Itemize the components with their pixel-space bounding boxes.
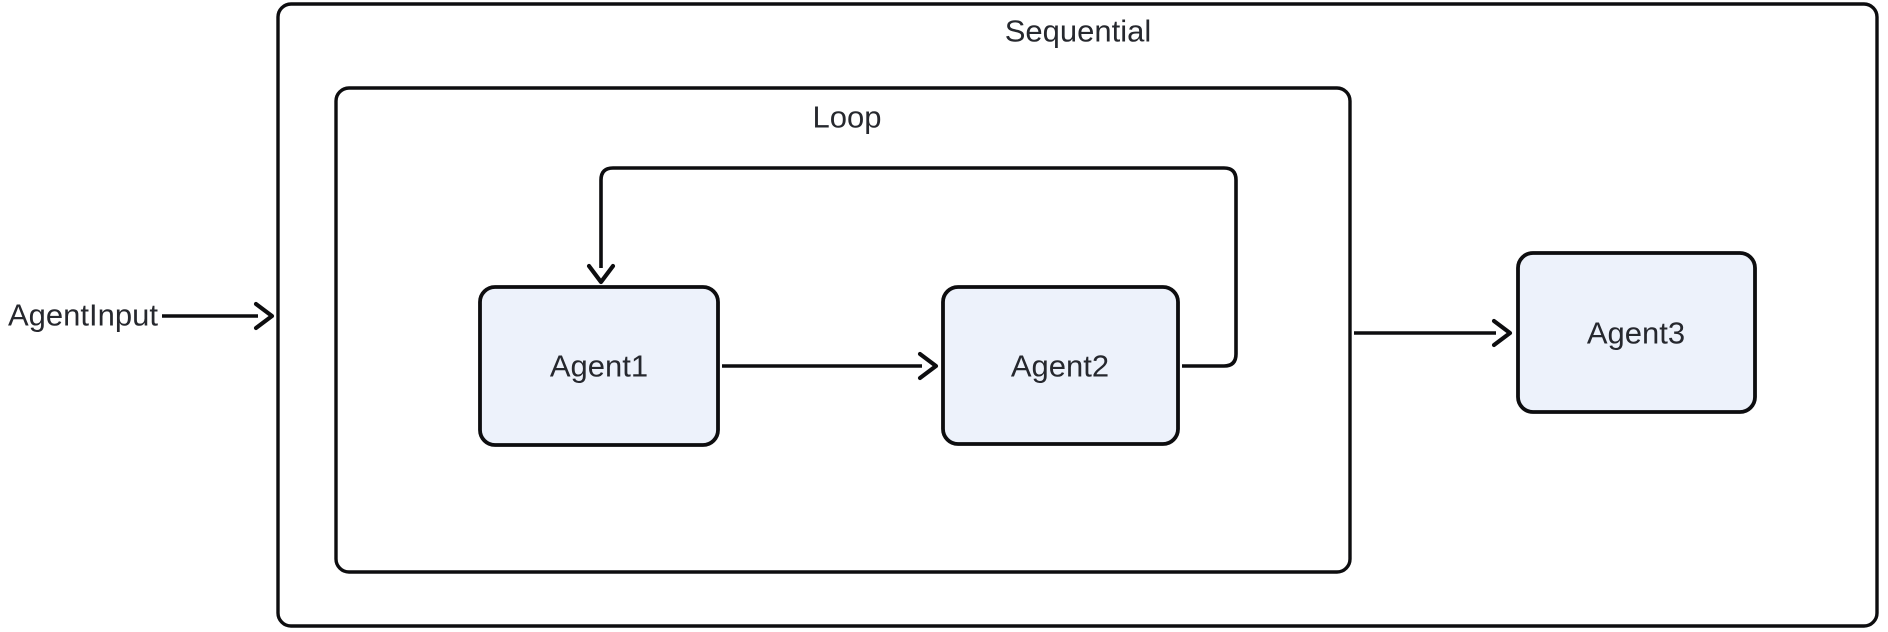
loop-group-label: Loop	[813, 100, 882, 135]
node-agent1-label: Agent1	[550, 349, 648, 384]
arrowhead-agentinput-to-sequential-icon	[253, 301, 275, 331]
arrowhead-loopback-into-agent1-icon	[586, 263, 616, 285]
edge-agent2-loopback-agent1	[599, 166, 1238, 368]
node-agent3-label: Agent3	[1587, 316, 1685, 351]
agent-input-label: AgentInput	[8, 298, 158, 333]
arrowhead-loop-to-agent3-icon	[1491, 318, 1513, 348]
arrowhead-agent1-to-agent2-icon	[917, 351, 939, 381]
node-agent1	[478, 285, 720, 447]
node-agent2	[941, 285, 1180, 446]
loop-group-box	[334, 86, 1352, 574]
node-agent3	[1516, 251, 1757, 414]
node-agent2-label: Agent2	[1011, 349, 1109, 384]
sequential-group-label: Sequential	[1005, 14, 1152, 49]
